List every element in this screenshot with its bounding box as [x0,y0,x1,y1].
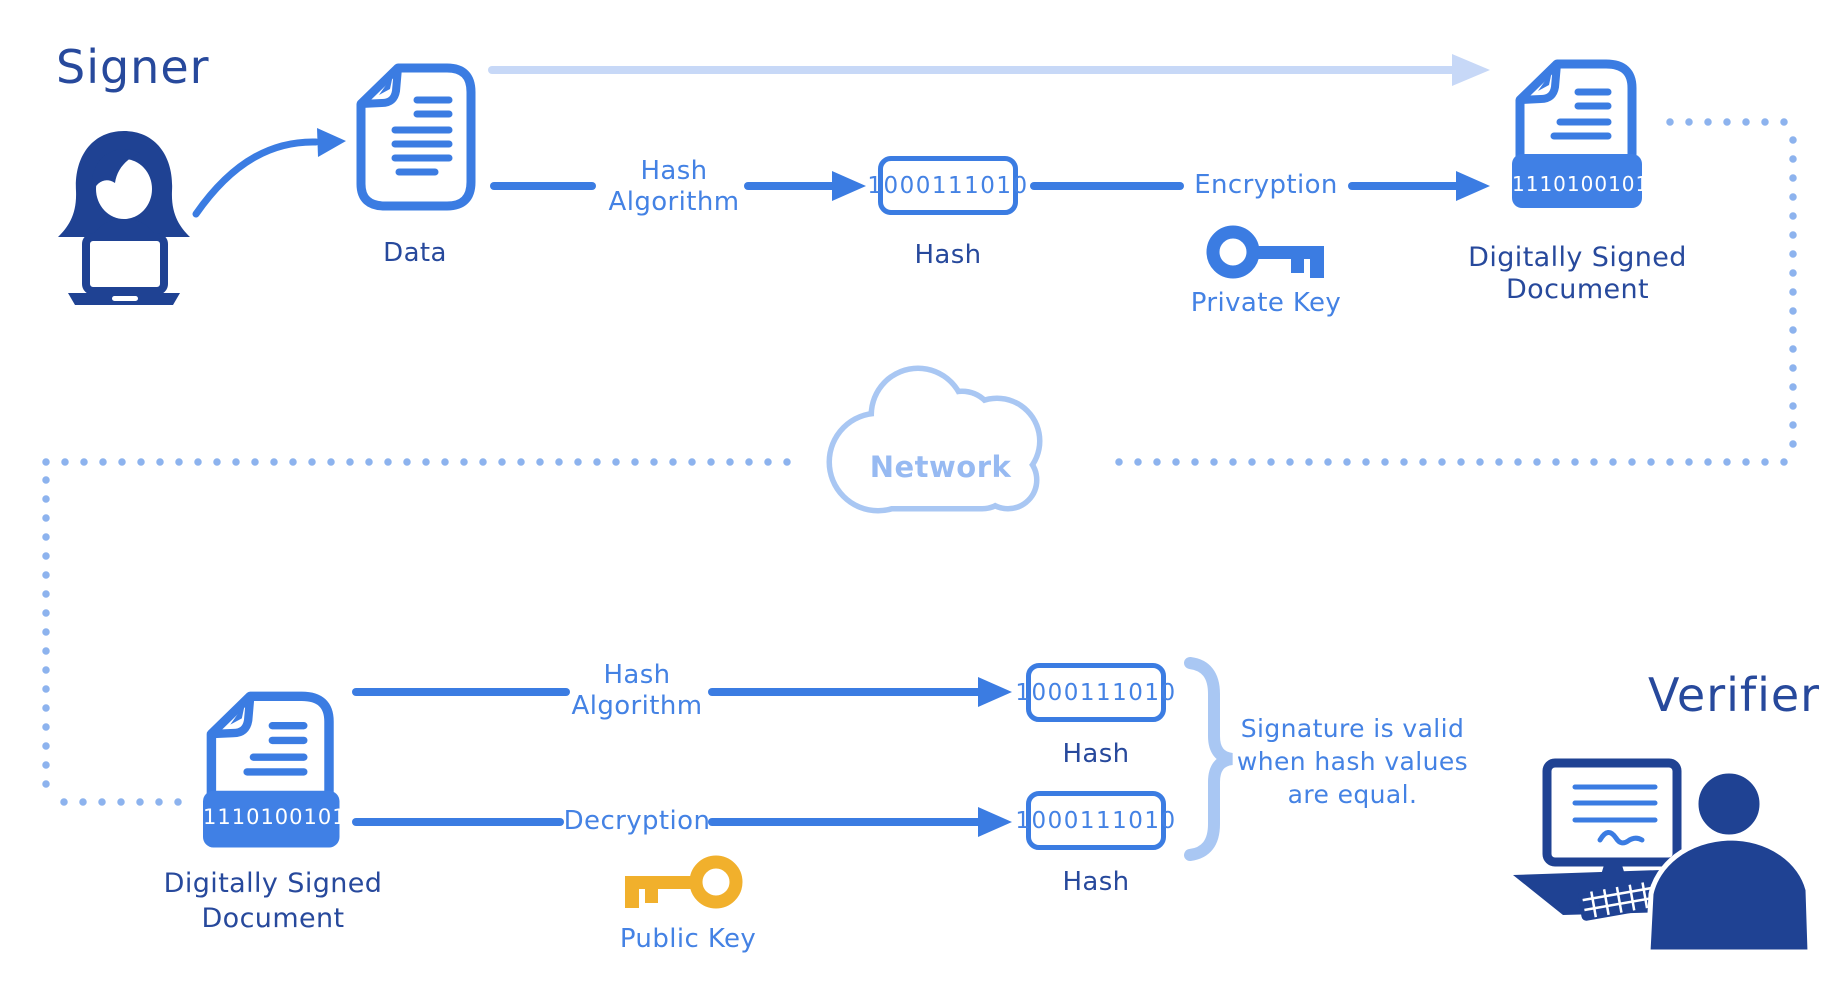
comparison-brace [1184,657,1234,861]
signed-doc-banner-bottom: 1110100101 [203,805,347,829]
verifier-person-icon [1513,758,1813,955]
hash-value-box-1: 1000111010 [1015,663,1175,722]
public-key-icon [625,862,736,908]
hash-value-1: 1000111010 [1015,679,1177,706]
verifier-title: Verifier [1648,668,1821,722]
network-cloud-icon [826,365,1043,514]
network-label: Network [869,450,1012,484]
public-key-label: Public Key [619,924,757,954]
hash-label-top: Hash [914,240,982,270]
decryption-to-hash2-arrowhead [978,807,1012,837]
hashalgo-to-hash-arrowhead [832,171,866,201]
decryption-label: Decryption [563,806,711,836]
hash-algorithm-label-bottom: Hash Algorithm [571,660,703,721]
signer-to-data-arrow [192,128,346,218]
signed-doc-label-bottom: Digitally Signed Document [163,868,383,934]
hash-value-box-2: 1000111010 [1015,791,1175,850]
hash-algorithm-label-top: Hash Algorithm [608,156,740,217]
data-document-icon [356,63,476,211]
hash-value-box-top: 1000111010 [867,156,1027,215]
hash-label-1: Hash [1062,739,1130,769]
hashalgo-to-hash1-arrowhead [978,677,1012,707]
bottom-flow-connectors [352,688,982,826]
signed-doc-banner-top: 1110100101 [1512,172,1650,196]
signature-verdict-text: Signature is valid when hash values are … [1236,714,1469,809]
data-doc-label: Data [383,238,447,268]
network-dotted-route [42,118,1802,806]
encryption-label: Encryption [1194,170,1338,200]
data-to-signed-doc-arrow [488,54,1490,86]
hash-label-2: Hash [1062,867,1130,897]
private-key-icon [1213,232,1324,278]
encryption-to-signeddoc-arrowhead [1456,171,1490,201]
private-key-label: Private Key [1190,288,1342,318]
hash-value-2: 1000111010 [1015,807,1177,834]
signer-title: Signer [56,40,210,94]
signer-person-icon [58,131,190,305]
signed-doc-label-top: Digitally Signed Document [1468,242,1687,305]
hash-value-top: 1000111010 [867,172,1029,199]
